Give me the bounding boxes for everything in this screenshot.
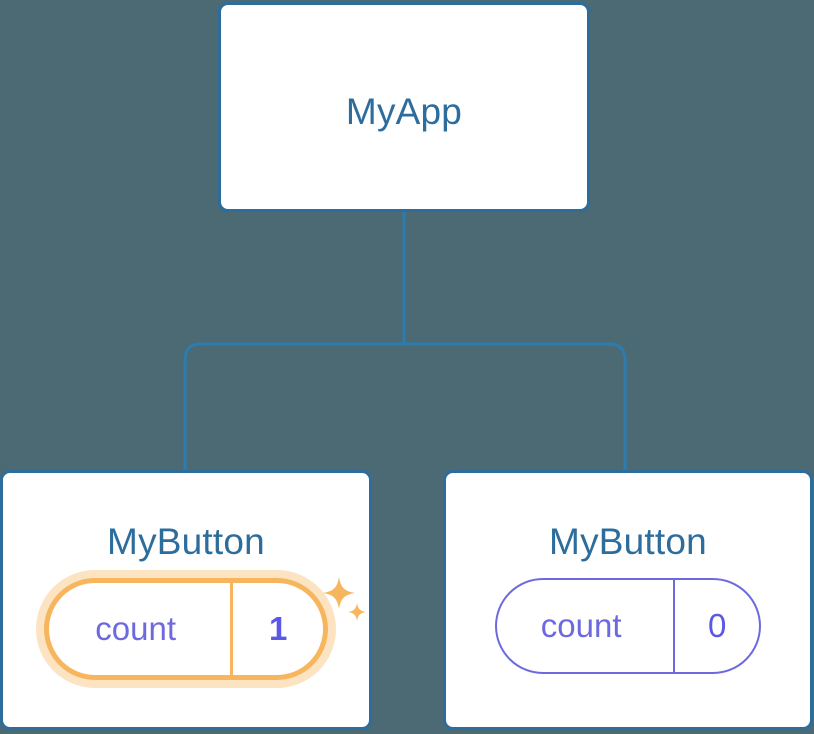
node-title: MyButton: [107, 521, 265, 562]
node-title: MyButton: [549, 521, 707, 562]
state-pill[interactable]: count 0: [495, 578, 761, 674]
state-pill-wrap: count 0: [446, 578, 810, 674]
state-pill-wrap: count 1: [3, 578, 369, 680]
node-child-mybutton-right[interactable]: MyButton count 0: [443, 470, 813, 730]
state-pill-highlighted[interactable]: count 1: [44, 578, 328, 680]
edge-to-child-right: [404, 342, 627, 470]
node-root-myapp[interactable]: MyApp: [218, 2, 590, 212]
state-key: count: [497, 580, 676, 672]
state-value: 1: [268, 610, 288, 647]
node-title: MyApp: [345, 91, 463, 132]
edge-to-child-left: [183, 342, 404, 470]
node-child-mybutton-left[interactable]: MyButton count 1: [0, 470, 372, 730]
state-key: count: [49, 583, 234, 675]
state-value: 0: [707, 607, 727, 644]
